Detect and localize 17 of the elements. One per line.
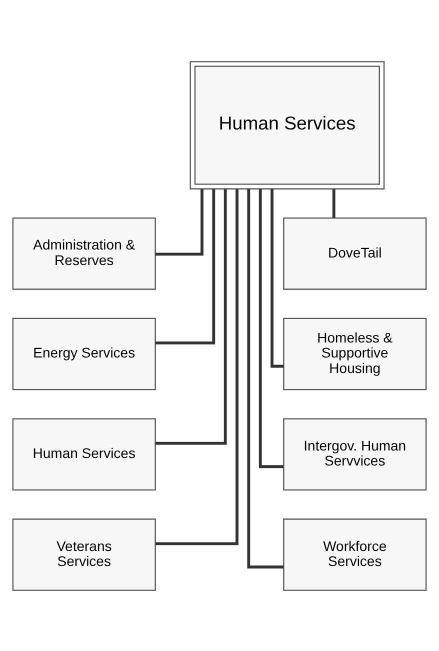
connector — [155, 188, 216, 344]
connector — [258, 188, 284, 468]
connector — [270, 188, 284, 368]
node-box: Workforce Services — [283, 518, 427, 590]
node-box: Energy Services — [12, 317, 156, 390]
node-box: Intergov. Human Servvices — [283, 418, 427, 490]
node-box: Veterans Services — [12, 518, 156, 590]
connector — [332, 188, 336, 218]
connector — [247, 188, 284, 568]
node-box: Human Services — [12, 418, 156, 490]
connector — [156, 188, 238, 545]
connector — [156, 188, 227, 444]
connector — [155, 188, 204, 256]
node-box: Human Services — [190, 60, 385, 189]
node-box: Administration & Reserves — [12, 216, 156, 290]
node-box: DoveTail — [283, 216, 427, 290]
node-box: Homeless & Supportive Housing — [283, 317, 427, 390]
